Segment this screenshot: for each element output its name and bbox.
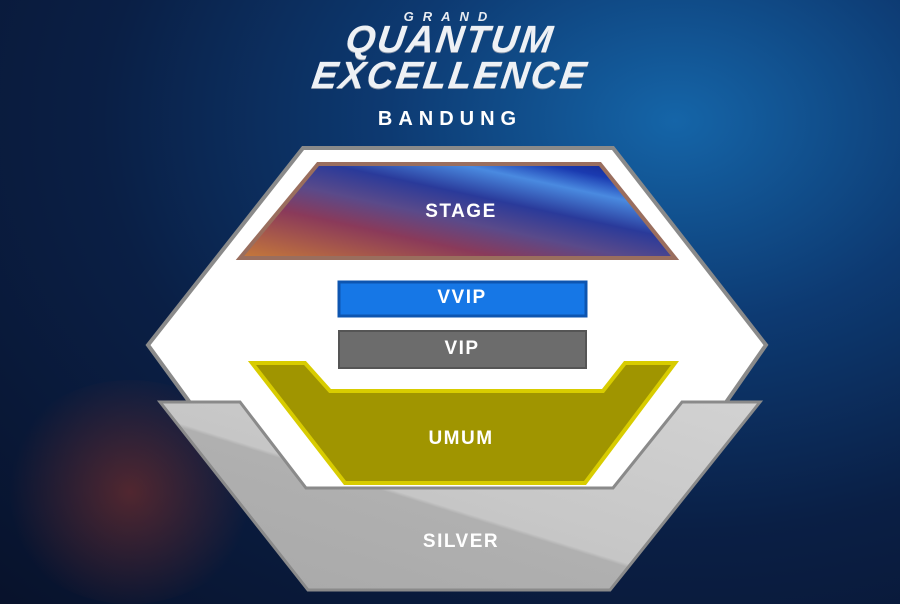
vip-label: VIP — [444, 338, 480, 359]
stage-label: STAGE — [425, 201, 497, 222]
logo-grand: GRAND — [403, 9, 497, 24]
section-vip[interactable] — [338, 330, 587, 369]
section-umum[interactable] — [247, 361, 679, 485]
section-silver[interactable] — [156, 400, 764, 592]
vvip-label: VVIP — [437, 287, 487, 308]
city-label: BANDUNG — [377, 108, 523, 130]
silver-label: SILVER — [422, 531, 500, 552]
stage — [235, 162, 680, 260]
umum-label: UMUM — [428, 428, 494, 449]
section-vvip[interactable] — [337, 280, 588, 318]
